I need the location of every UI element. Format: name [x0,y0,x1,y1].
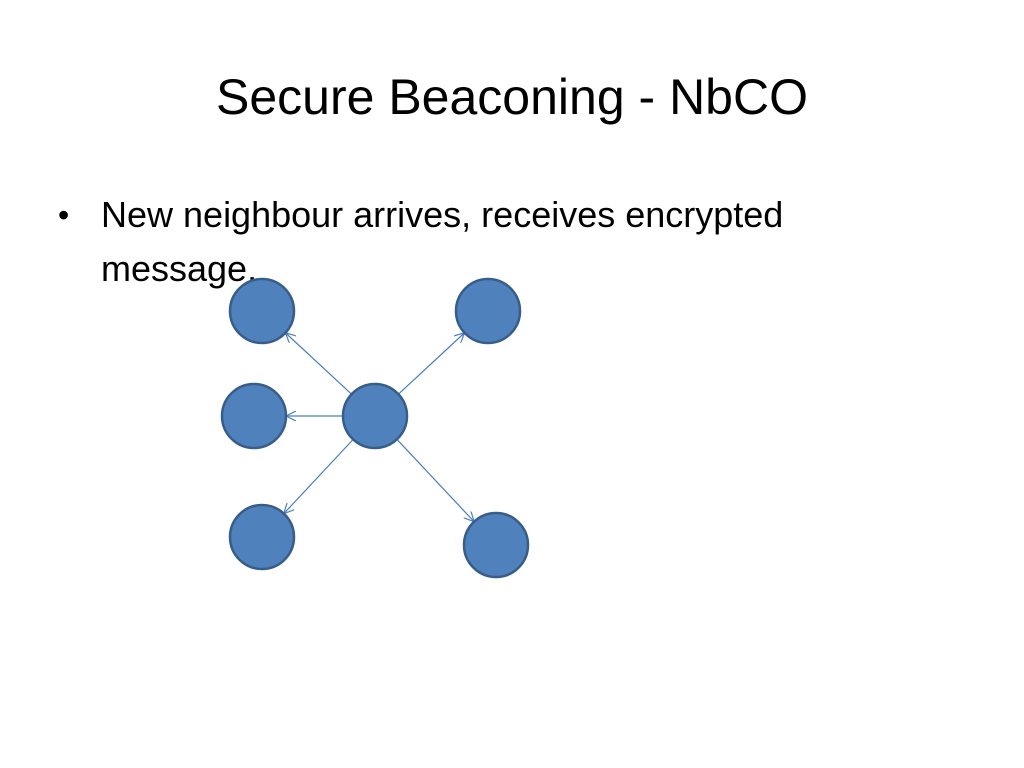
edge-arrow-center-to-bottom-left [285,438,354,513]
edge-arrow-center-to-bottom-right [396,438,474,521]
slide-title: Secure Beaconing - NbCO [216,69,808,125]
nodes-group [220,277,530,579]
node-bottom-right [462,511,530,579]
node-bottom-left [228,503,296,571]
node-center [341,382,409,450]
node-top-right [454,277,522,345]
edge-arrow-center-to-top-left [286,334,353,395]
bullet-marker: • [58,197,70,233]
edge-arrow-center-to-top-right [397,334,463,395]
bullet-list: • New neighbour arrives, receives encryp… [58,188,938,296]
edges-group [285,334,474,521]
bullet-text: New neighbour arrives, receives encrypte… [101,194,784,289]
bullet-item: • New neighbour arrives, receives encryp… [58,188,938,296]
node-left [220,382,288,450]
node-top-left [228,277,296,345]
